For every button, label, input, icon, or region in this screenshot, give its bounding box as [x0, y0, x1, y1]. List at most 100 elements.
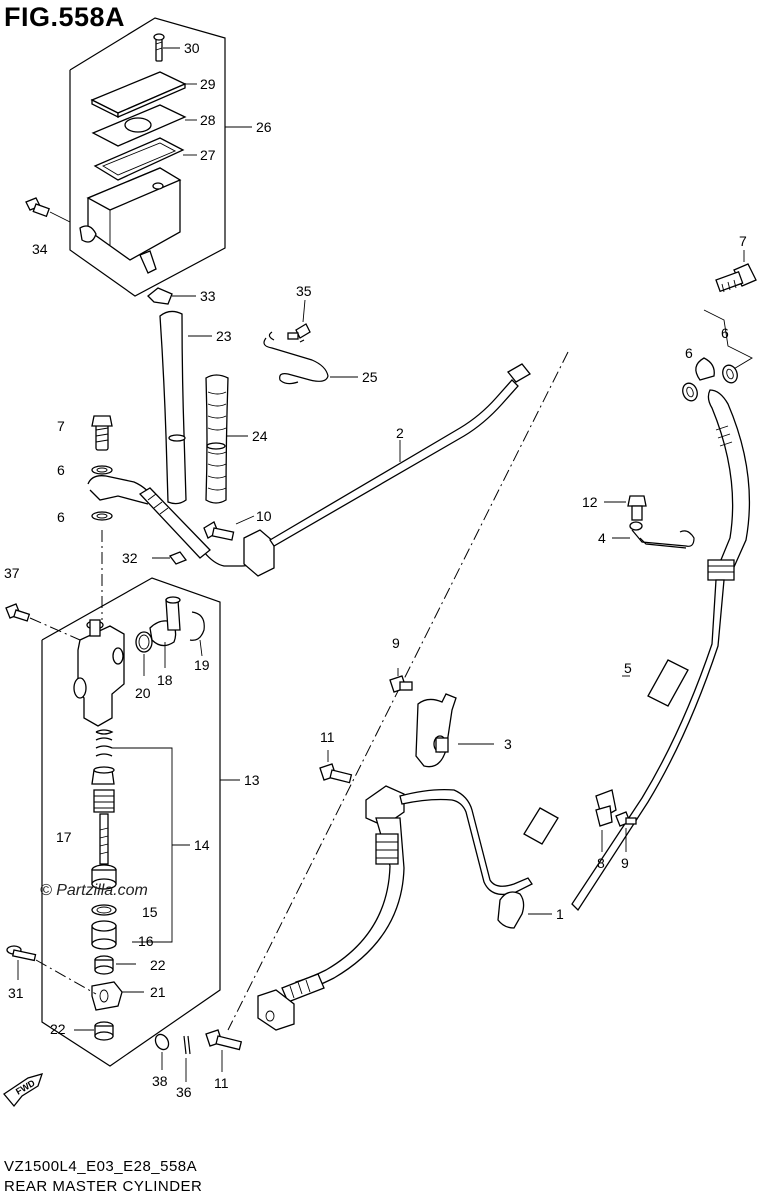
master-cylinder-body: [73, 530, 125, 727]
hose-protector: [205, 374, 248, 504]
callout-19: 19: [194, 657, 210, 673]
fwd-arrow-icon: FWD: [3, 1073, 44, 1108]
bolt-11-lower: [205, 1029, 243, 1072]
callout-21: 21: [150, 984, 166, 1000]
master-cylinder-frame: [41, 577, 240, 1067]
callout-6-right-b: 6: [721, 325, 729, 341]
hose-clamp-bracket: [612, 521, 695, 549]
callout-7-left: 7: [57, 418, 65, 434]
connector-o-ring: [135, 631, 153, 676]
brake-hose-front: [523, 357, 751, 912]
watermark: © Partzilla.com: [40, 882, 148, 899]
dust-boot: [91, 920, 117, 950]
bolt-9-lower: [615, 811, 637, 852]
callout-32: 32: [122, 550, 138, 566]
hose-clamp: [147, 287, 196, 305]
callout-2: 2: [396, 425, 404, 441]
callout-7-right: 7: [739, 233, 747, 249]
reservoir-hose: [159, 310, 212, 505]
pushrod-nut: [91, 864, 117, 890]
callout-36: 36: [176, 1084, 192, 1100]
callout-26: 26: [256, 119, 272, 135]
washer: [154, 1033, 170, 1070]
callout-16: 16: [138, 933, 154, 949]
bolt-bracket-lines: [703, 309, 753, 371]
reservoir-mount-bolt: [25, 197, 71, 223]
callout-11-lower: 11: [214, 1075, 229, 1091]
callout-29: 29: [200, 76, 216, 92]
piston-bracket: [112, 747, 190, 943]
callout-27: 27: [200, 147, 216, 163]
reservoir-cap-plate: [90, 71, 197, 119]
clevis-pin: [6, 945, 97, 995]
clevis-nut: [74, 1021, 114, 1041]
callout-22-lower: 22: [50, 1021, 66, 1037]
figure-title: FIG.558A: [4, 2, 126, 32]
hose-bracket: [415, 693, 494, 768]
hose-guide-bracket: [263, 331, 358, 385]
reservoir-screw: [153, 33, 180, 62]
callout-5: 5: [624, 660, 632, 676]
callout-37: 37: [4, 565, 20, 581]
clevis: [91, 981, 144, 1011]
callout-31: 31: [8, 985, 24, 1001]
callout-6-right-a: 6: [685, 345, 693, 361]
boot-ring: [91, 904, 117, 916]
brake-hose-rear: [87, 363, 531, 577]
callout-28: 28: [200, 112, 216, 128]
callout-24: 24: [252, 428, 268, 444]
bolt-9-upper: [389, 668, 413, 693]
callout-35: 35: [296, 283, 312, 299]
callout-18: 18: [157, 672, 173, 688]
callout-6-upper: 6: [57, 462, 65, 478]
callout-3: 3: [504, 736, 512, 752]
sealing-washer-right-b: [722, 364, 738, 384]
callout-12: 12: [582, 494, 598, 510]
diaphragm: [93, 137, 197, 181]
sealing-washer-right-a: [682, 382, 698, 402]
callout-23: 23: [216, 328, 232, 344]
piston-cup: [91, 766, 115, 785]
reservoir-body: [79, 167, 182, 274]
diagram-code: VZ1500L4_E03_E28_558A: [4, 1158, 198, 1175]
callout-11-middle: 11: [320, 729, 335, 745]
callout-1: 1: [556, 906, 564, 922]
hose-clip: [595, 789, 617, 852]
lock-nut: [94, 955, 136, 975]
callout-10: 10: [256, 508, 272, 524]
callout-4: 4: [598, 530, 606, 546]
banjo-bolt-right: [715, 250, 757, 293]
callout-6-lower: 6: [57, 509, 65, 525]
cotter-pin: [183, 1035, 191, 1082]
callout-15: 15: [142, 904, 158, 920]
banjo-bolt-upper: [91, 415, 113, 451]
callout-17: 17: [56, 829, 72, 845]
connector-circlip: [189, 611, 205, 657]
hose-clamp-small: [152, 551, 188, 565]
callout-30: 30: [184, 40, 200, 56]
guide-bolt: [287, 299, 311, 340]
sealing-washer-upper: [91, 465, 113, 475]
diagram-name: REAR MASTER CYLINDER: [4, 1178, 203, 1195]
callout-34: 34: [32, 241, 48, 257]
callout-13: 13: [244, 772, 260, 788]
bolt-11-middle: [319, 750, 353, 784]
clamp-bolt: [604, 495, 647, 521]
callout-33: 33: [200, 288, 216, 304]
brake-pipe: [365, 785, 552, 929]
callout-22-upper: 22: [150, 957, 166, 973]
diaphragm-plate: [91, 104, 197, 147]
reservoir-group-frame: [69, 17, 252, 297]
union-bolt: [203, 515, 255, 541]
master-cylinder-bolt: [5, 603, 81, 641]
sealing-washer-lower: [91, 511, 113, 521]
piston: [93, 789, 115, 865]
callout-8: 8: [597, 855, 605, 871]
callout-25: 25: [362, 369, 378, 385]
callout-14: 14: [194, 837, 210, 853]
callout-9-lower: 9: [621, 855, 629, 871]
callout-9-upper: 9: [392, 635, 400, 651]
callout-20: 20: [135, 685, 151, 701]
hose-connector: [149, 596, 181, 668]
